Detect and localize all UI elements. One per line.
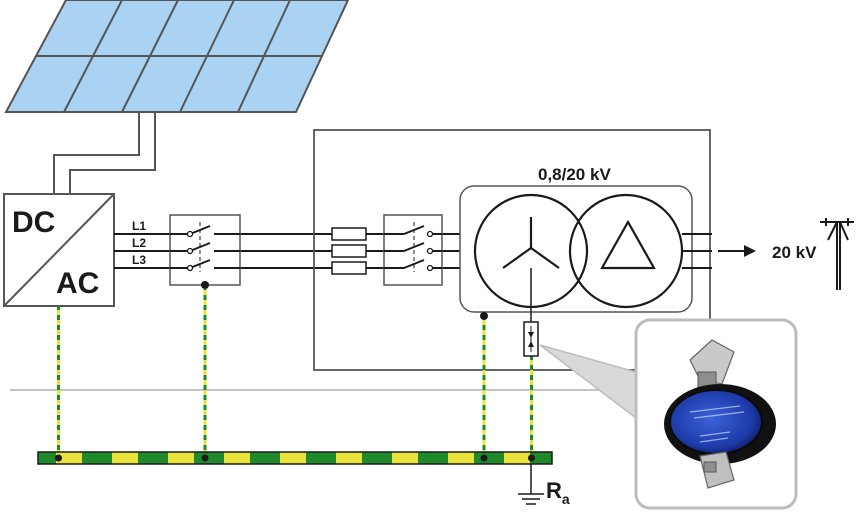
ac-disconnect-switch: [169, 214, 241, 289]
earthing-conductors: [57, 289, 533, 458]
earth-resistance-symbol: R: [546, 478, 562, 503]
device-callout: [634, 318, 798, 510]
ground-icon: [518, 464, 544, 505]
inverter: DC AC: [3, 193, 115, 307]
dc-cable: [53, 112, 156, 194]
station-switch: [383, 214, 443, 286]
earth-bar: [37, 451, 553, 465]
grid-voltage-label: 20 kV: [772, 243, 817, 262]
inverter-ac-label: AC: [56, 267, 99, 300]
transformer: [459, 185, 693, 320]
fuses: [331, 227, 367, 275]
surge-arrester: [523, 268, 539, 357]
solar-panel: [4, 0, 350, 113]
earth-resistance-label: Ra: [546, 478, 570, 507]
transformer-ratio-label: 0,8/20 kV: [538, 165, 611, 184]
earth-resistance-subscript: a: [562, 491, 570, 507]
arrow-right-icon: [744, 245, 756, 257]
phase-label-l3: L3: [132, 253, 146, 267]
hv-output-lines: [682, 233, 746, 269]
inverter-dc-label: DC: [12, 206, 55, 239]
phase-label-l1: L1: [132, 219, 146, 233]
power-pole-icon: [820, 218, 854, 290]
phase-label-l2: L2: [132, 236, 146, 250]
surge-device-illustration: [664, 339, 776, 489]
callout-pointer: [539, 344, 637, 420]
